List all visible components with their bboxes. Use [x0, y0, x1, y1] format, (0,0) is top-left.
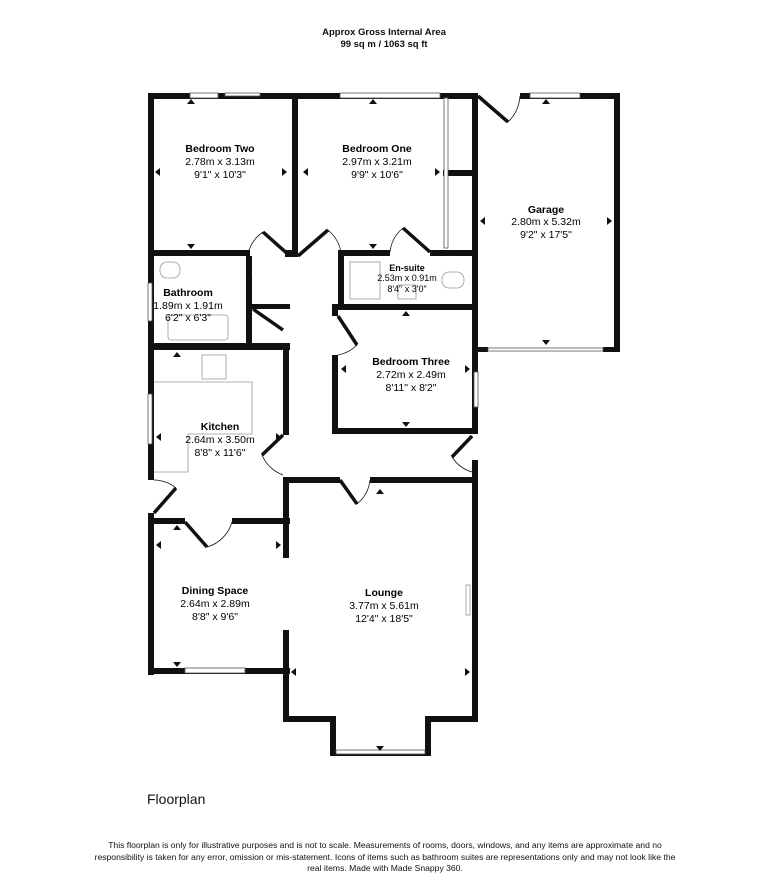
bedroom-three-metric: 2.72m x 2.49m [376, 369, 446, 381]
bathroom-imperial: 6'2" x 6'3" [165, 312, 211, 324]
dining-metric: 2.64m x 2.89m [180, 598, 250, 610]
bathroom-metric: 1.89m x 1.91m [153, 300, 223, 312]
dining-name: Dining Space [182, 585, 249, 597]
bedroom-one-name: Bedroom One [342, 143, 412, 155]
bedroom-one-metric: 2.97m x 3.21m [342, 156, 412, 168]
garage-name: Garage [528, 204, 564, 216]
toilet-icon [441, 271, 465, 289]
shower-icon [349, 261, 381, 300]
kitchen-worktop [154, 381, 253, 473]
bathroom-name: Bathroom [163, 287, 213, 299]
floor-label: Floorplan [147, 791, 206, 807]
ensuite-name: En-suite [389, 263, 425, 273]
bath-icon [167, 314, 229, 341]
area-value: 99 sq m / 1063 sq ft [340, 39, 428, 50]
ensuite-metric: 2.53m x 0.91m [377, 273, 437, 283]
area-title: Approx Gross Internal Area [322, 27, 446, 38]
toilet-icon [159, 261, 181, 279]
sink-icon [397, 284, 417, 300]
fixtures [154, 261, 471, 616]
bedroom-two-imperial: 9'1" x 10'3" [194, 169, 246, 181]
doors [152, 94, 521, 549]
bedroom-two-name: Bedroom Two [185, 143, 254, 155]
bedroom-three-imperial: 8'11" x 8'2" [386, 382, 437, 394]
bedroom-one-imperial: 9'9" x 10'6" [351, 169, 403, 181]
kitchen-imperial: 8'8" x 11'6" [195, 447, 246, 459]
garage-metric: 2.80m x 5.32m [511, 216, 581, 228]
dining-imperial: 8'8" x 9'6" [192, 611, 238, 623]
hob-icon [201, 354, 227, 380]
room-labels: Bedroom Two 2.78m x 3.13m 9'1" x 10'3" B… [153, 143, 581, 625]
kitchen-name: Kitchen [201, 421, 240, 433]
disclaimer: This floorplan is only for illustrative … [94, 840, 676, 873]
kitchen-metric: 2.64m x 3.50m [185, 434, 255, 446]
bedroom-two-metric: 2.78m x 3.13m [185, 156, 255, 168]
bedroom-three-name: Bedroom Three [372, 356, 450, 368]
windows [147, 92, 604, 755]
lounge-imperial: 12'4" x 18'5" [355, 613, 413, 625]
lounge-metric: 3.77m x 5.61m [349, 600, 419, 612]
lounge-name: Lounge [365, 587, 403, 599]
fireplace-icon [465, 584, 471, 616]
garage-imperial: 9'2" x 17'5" [520, 229, 572, 241]
area-header: Approx Gross Internal Area 99 sq m / 106… [0, 27, 768, 51]
ensuite-imperial: 8'4" x 3'0" [387, 284, 426, 294]
